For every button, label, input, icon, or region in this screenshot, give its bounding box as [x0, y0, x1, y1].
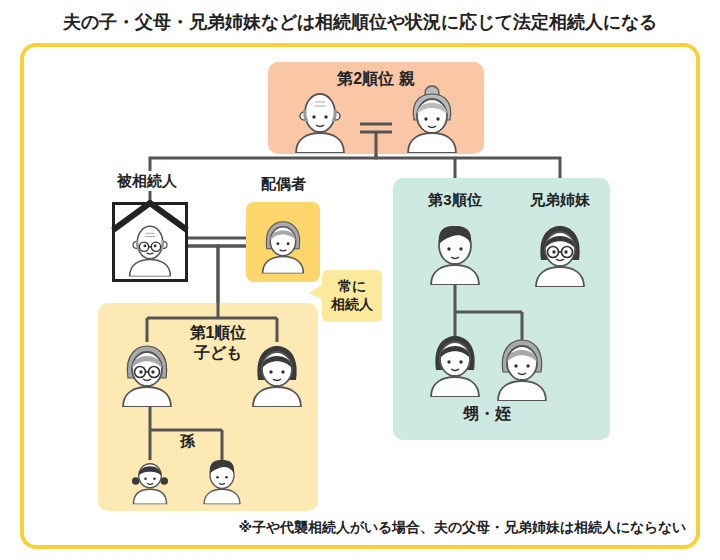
- spouse-figure: [263, 222, 304, 274]
- family-connector: [188, 246, 218, 303]
- page-title: 夫の子・父母・兄弟姉妹などは相続順位や状況に応じて法定相続人になる: [0, 10, 720, 34]
- sibling-branch-line: [455, 158, 560, 178]
- marriage-line: [360, 124, 392, 154]
- mourning-ribbon: [113, 203, 187, 230]
- deceased-figure: [130, 226, 171, 276]
- node-label: 兄弟姉妹: [510, 190, 610, 210]
- child-figure: [123, 346, 171, 407]
- grandmother-figure: [408, 86, 456, 153]
- family-connector: [218, 246, 246, 303]
- glasses-symbol: [139, 242, 160, 251]
- outer-frame: [22, 45, 698, 547]
- nephew-niece-line: [455, 285, 522, 342]
- node-label: 第3順位: [415, 190, 495, 210]
- grandfather-figure: [296, 94, 344, 153]
- grandchild-figure: [132, 464, 168, 505]
- sibling-figure: [431, 226, 479, 285]
- callout-tail: [309, 284, 323, 300]
- children-line: [147, 303, 277, 342]
- family-connector: [376, 154, 455, 178]
- node-label: 第2順位 親: [268, 69, 484, 90]
- footnote: ※子や代襲相続人がいる場合、夫の父母・兄弟姉妹は相続人にならない: [120, 519, 686, 537]
- node-label: 常に 相続人: [322, 277, 382, 313]
- heir-box: 配偶者: [246, 202, 320, 282]
- sibling-figure: [536, 226, 584, 287]
- heir-box: 被相続人: [112, 202, 188, 282]
- node-label: 配偶者: [233, 174, 333, 194]
- node-label: 孫: [172, 431, 202, 451]
- heir-box: 第3順位兄弟姉妹甥・姪: [393, 178, 610, 440]
- heir-box: 常に 相続人: [322, 270, 382, 322]
- node-label: 甥・姪: [447, 404, 527, 425]
- node-label: 被相続人: [97, 171, 197, 191]
- grandchildren-line: [150, 407, 222, 460]
- glasses-symbol: [135, 367, 160, 378]
- grandchild-figure: [204, 460, 240, 504]
- child-figure: [253, 346, 301, 407]
- heir-box: 第1順位 子ども孫: [98, 303, 318, 511]
- node-label: 第1順位 子ども: [175, 323, 261, 363]
- heir-box: 第2順位 親: [268, 62, 484, 154]
- glasses-symbol: [548, 247, 573, 258]
- nephew-niece-figure: [498, 340, 546, 401]
- nephew-niece-figure: [431, 336, 479, 397]
